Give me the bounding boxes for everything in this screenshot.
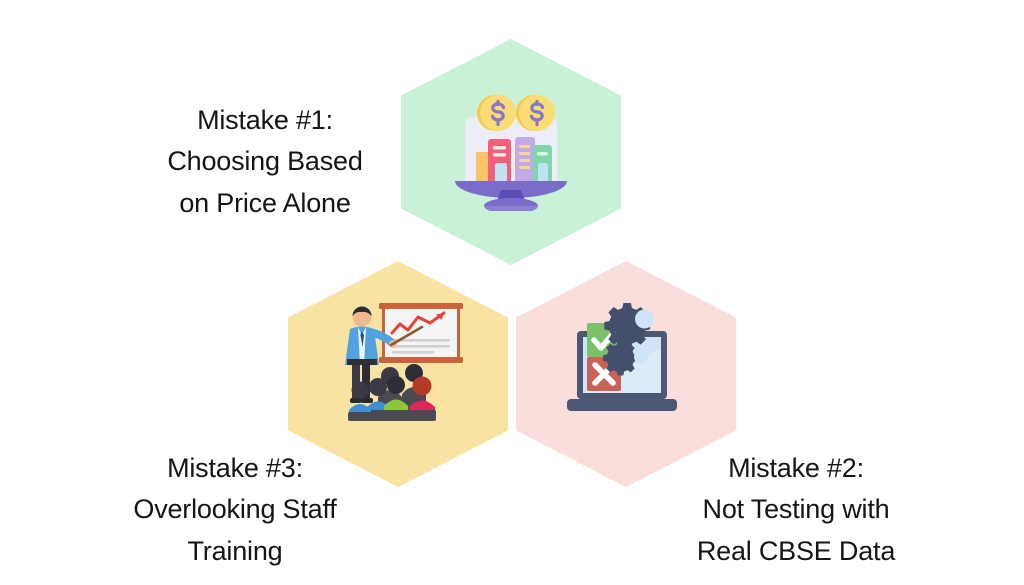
- dollar-coin-right: [516, 95, 555, 131]
- caption-line: on Price Alone: [179, 187, 351, 218]
- caption-mistake-2: Mistake #2: Not Testing with Real CBSE D…: [648, 448, 944, 572]
- caption-line: Not Testing with: [702, 494, 890, 525]
- laptop-testing-gears-icon: [516, 299, 736, 421]
- staff-training-presentation-icon: [288, 297, 508, 421]
- caption-mistake-3: Mistake #3: Overlooking Staff Training: [90, 448, 380, 572]
- caption-mistake-1: Mistake #1: Choosing Based on Price Alon…: [120, 100, 410, 224]
- caption-line: Mistake #3:: [167, 453, 303, 483]
- caption-line: Mistake #2:: [728, 453, 864, 483]
- caption-line: Choosing Based: [167, 146, 363, 177]
- audience-group: [348, 364, 436, 421]
- hexagon-mistake-1: [401, 39, 621, 265]
- dollar-coin-left: [477, 95, 516, 131]
- caption-line: Training: [187, 535, 283, 566]
- gear-small-icon: [603, 340, 638, 376]
- caption-line: Mistake #1:: [197, 105, 333, 135]
- caption-line: Real CBSE Data: [696, 535, 896, 566]
- presenter-figure: [345, 306, 424, 403]
- caption-line: Overlooking Staff: [133, 494, 337, 525]
- price-comparison-icon: [401, 95, 621, 211]
- hexagon-mistake-2: [516, 261, 736, 487]
